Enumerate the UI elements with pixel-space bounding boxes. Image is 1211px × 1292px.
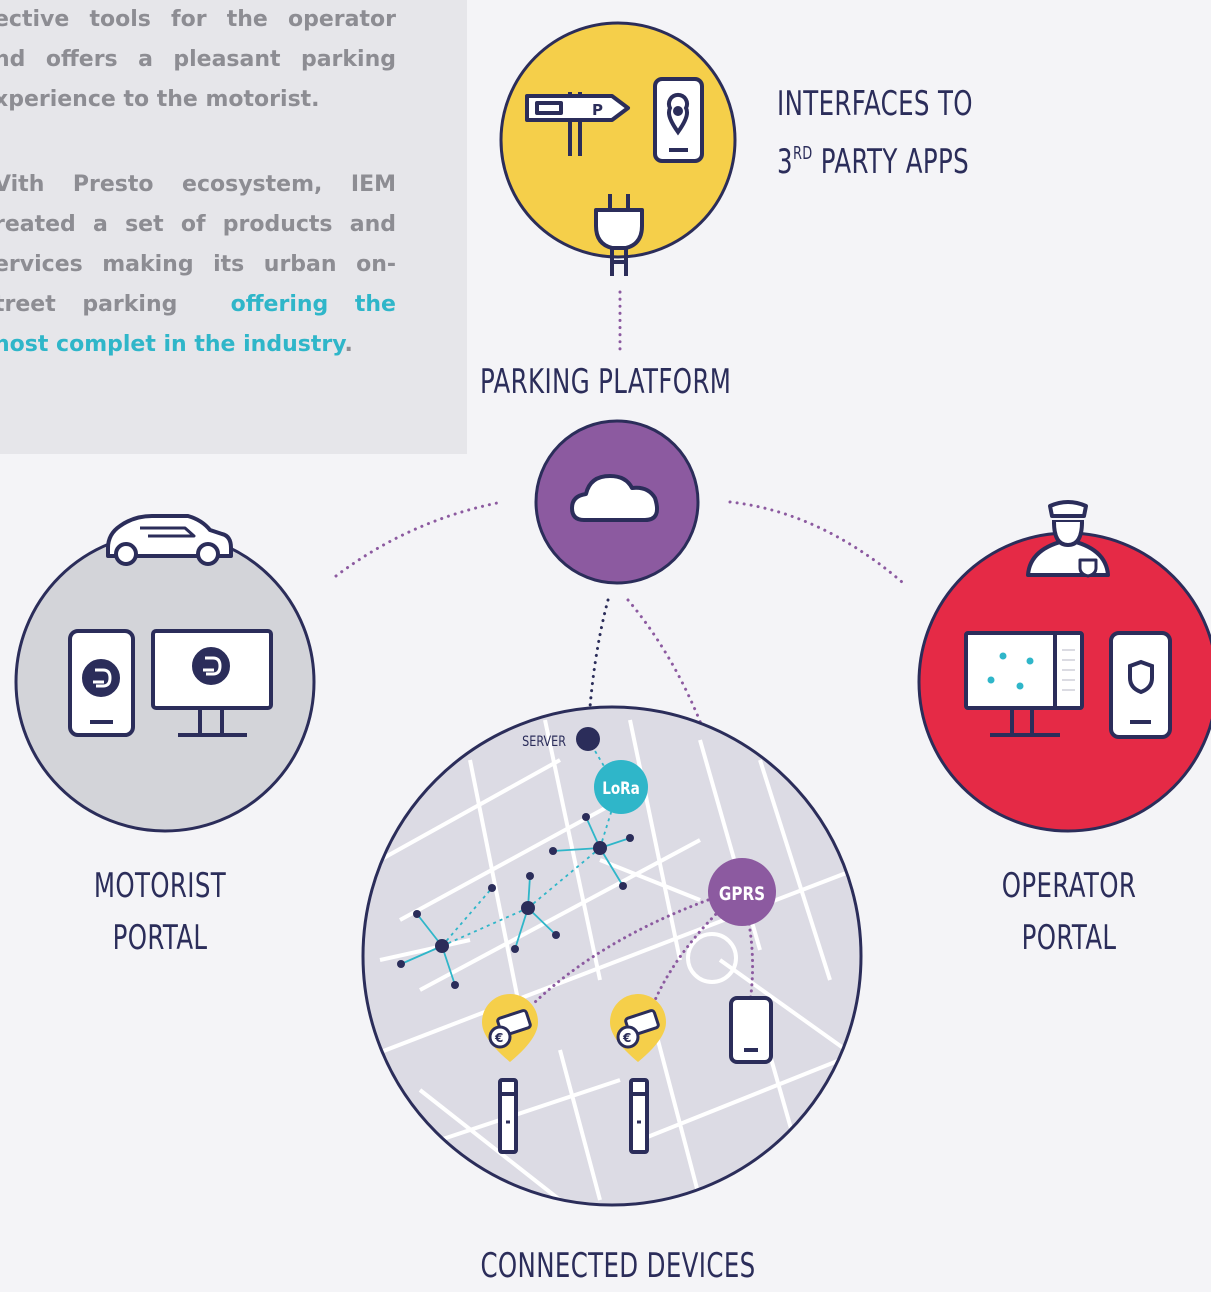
plug-icon — [594, 194, 644, 276]
motorist-label-line1: MOTORIST — [93, 866, 227, 906]
lora-badge — [594, 760, 648, 814]
motorist-node — [14, 514, 316, 833]
motorist-phone-icon — [68, 629, 135, 737]
pay-station-icon — [498, 1078, 518, 1154]
connector-platform-operator — [728, 500, 904, 584]
euro-card-icon: € — [610, 994, 666, 1062]
pay-station-icon — [629, 1078, 649, 1154]
car-icon — [106, 514, 233, 566]
gprs-label: GPRS — [719, 883, 765, 905]
intro-paragraph-1: ective tools for the operator nd offers … — [0, 7, 396, 112]
interfaces-label-line2: 3RD PARTY APPS — [777, 142, 970, 182]
svg-text:€: € — [622, 1031, 631, 1045]
connected-devices-label: CONNECTED DEVICES — [480, 1246, 756, 1286]
interfaces-label-line1: INTERFACES TO — [777, 84, 973, 124]
operator-node — [917, 500, 1211, 833]
device-phone-icon — [729, 996, 773, 1064]
server-label: SERVER — [522, 733, 566, 750]
operator-label-line2: PORTAL — [1021, 918, 1117, 958]
intro-line-highlight: treet parking offering the — [0, 292, 396, 317]
intro-text-panel: ective tools for the operator nd offers … — [0, 0, 467, 454]
gprs-links — [531, 898, 755, 1014]
mesh-nodes — [397, 813, 634, 989]
operator-label-line1: OPERATOR — [1001, 866, 1137, 906]
connector-platform-motorist — [334, 500, 504, 578]
motorist-label-line2: PORTAL — [112, 918, 208, 958]
operator-phone-icon — [1109, 631, 1172, 739]
euro-card-icon: € — [482, 994, 538, 1062]
connected-devices-node: € € — [361, 705, 863, 1207]
server-dot — [576, 727, 600, 751]
motorist-monitor-icon — [151, 629, 273, 737]
svg-text:P: P — [592, 101, 603, 119]
phone-location-icon — [653, 77, 704, 163]
gprs-badge — [708, 858, 776, 926]
street-map — [363, 719, 861, 1202]
officer-icon — [1026, 500, 1110, 578]
parking-platform-label: PARKING PLATFORM — [480, 362, 732, 402]
operator-monitor-icon — [964, 631, 1084, 737]
parking-platform-node — [534, 419, 700, 585]
cloud-icon — [570, 474, 659, 522]
svg-text:€: € — [494, 1031, 503, 1045]
parking-sign-icon: P — [525, 92, 630, 156]
lora-label: LoRa — [602, 779, 640, 799]
intro-paragraph-2: Vith Presto ecosystem, IEM reated a set … — [0, 165, 396, 365]
interfaces-node: P — [499, 21, 737, 276]
